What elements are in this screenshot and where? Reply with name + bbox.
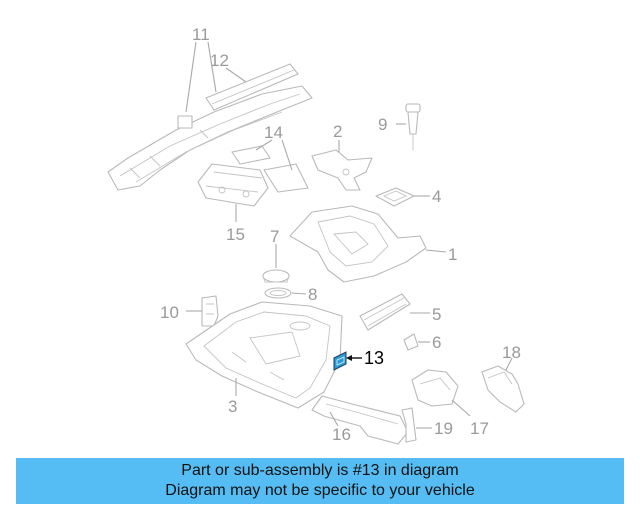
callout-12: 12 bbox=[210, 51, 229, 70]
callout-1: 1 bbox=[448, 245, 457, 264]
part-13-highlighted bbox=[333, 351, 347, 371]
part-8-grommet bbox=[264, 287, 292, 299]
callout-19: 19 bbox=[434, 419, 453, 438]
part-10-bracket bbox=[201, 295, 219, 327]
callout-17: 17 bbox=[470, 419, 489, 438]
callout-10: 10 bbox=[160, 303, 179, 322]
callout-4: 4 bbox=[432, 187, 441, 206]
callout-7: 7 bbox=[270, 227, 279, 246]
part-1-rear-floor-pan bbox=[289, 205, 427, 283]
callout-2: 2 bbox=[333, 122, 342, 141]
part-17-panel bbox=[411, 369, 459, 407]
part-18-side-panel bbox=[481, 365, 525, 413]
info-banner: Part or sub-assembly is #13 in diagram D… bbox=[16, 458, 624, 504]
part-7-plug bbox=[262, 269, 290, 283]
callout-15: 15 bbox=[226, 225, 245, 244]
callout-9: 9 bbox=[378, 115, 387, 134]
callout-8: 8 bbox=[308, 285, 317, 304]
part-9-jack bbox=[405, 103, 421, 150]
part-16-lower-crossmember bbox=[311, 395, 409, 445]
callout-3: 3 bbox=[228, 397, 237, 416]
callout-16: 16 bbox=[332, 425, 351, 444]
banner-line-1: Part or sub-assembly is #13 in diagram bbox=[181, 462, 459, 479]
callout-6: 6 bbox=[432, 333, 441, 352]
banner-line-2: Diagram may not be specific to your vehi… bbox=[165, 482, 475, 499]
part-3-front-floor-pan bbox=[185, 301, 343, 409]
callout-labels: 11 12 14 15 2 9 4 1 7 8 10 5 6 13 3 16 1… bbox=[160, 25, 521, 444]
part-4-plate bbox=[375, 187, 415, 207]
callout-5: 5 bbox=[432, 305, 441, 324]
part-6-clip bbox=[403, 333, 419, 351]
callout-11: 11 bbox=[192, 25, 210, 44]
part-15-crossmember bbox=[197, 163, 269, 207]
parts-diagram: 11 12 14 15 2 9 4 1 7 8 10 5 6 13 3 16 1… bbox=[107, 25, 525, 445]
callout-18: 18 bbox=[502, 343, 521, 362]
part-11-frame-rail bbox=[107, 85, 313, 191]
callout-14: 14 bbox=[264, 123, 283, 142]
leader-lines bbox=[185, 41, 513, 429]
part-19-bracket bbox=[401, 407, 417, 443]
part-5-crossmember bbox=[359, 293, 411, 331]
callout-13: 13 bbox=[364, 348, 384, 368]
part-2-y-bracket bbox=[311, 149, 373, 191]
part-12-upper-rail bbox=[205, 63, 299, 111]
part-14-brackets bbox=[231, 145, 309, 193]
